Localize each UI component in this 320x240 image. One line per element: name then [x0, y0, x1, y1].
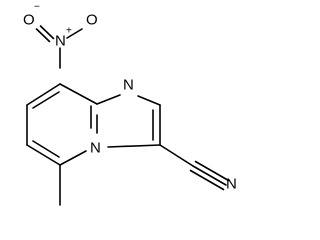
bond-c3-cn — [159, 144, 194, 167]
bond-c6-c5-inner — [32, 140, 60, 158]
atom-imine-n: N — [123, 77, 134, 94]
atom-bridge-n: N — [90, 140, 101, 157]
bond-c3-n4 — [107, 144, 161, 148]
bond-c6-c5 — [26, 144, 61, 166]
bond-no-top-1 — [39, 25, 55, 40]
bond-no-right — [66, 28, 83, 39]
bond-cn-triple-3 — [189, 169, 225, 191]
atom-nitro-n: N — [55, 33, 66, 50]
bond-c8-c8a — [59, 83, 98, 105]
bond-n1-c2 — [137, 95, 161, 106]
atom-nitrile-n: N — [226, 176, 237, 193]
atom-nitro-o-right: O — [86, 12, 98, 29]
charge-nitro-n: + — [66, 26, 72, 37]
atom-nitro-o-top: O — [23, 12, 35, 29]
bond-no-top-2 — [35, 28, 51, 43]
chemical-structure: N + O − O N N N — [23, 2, 237, 206]
bond-c8a-n1 — [96, 94, 121, 105]
bond-c5-n4 — [59, 150, 87, 166]
bond-c8-c7-inner — [32, 91, 60, 109]
charge-nitro-o-top: − — [34, 2, 40, 13]
bond-cn-triple-1 — [192, 165, 227, 186]
bond-c8-c7 — [26, 83, 61, 106]
bond-cn-triple-2 — [194, 160, 230, 182]
